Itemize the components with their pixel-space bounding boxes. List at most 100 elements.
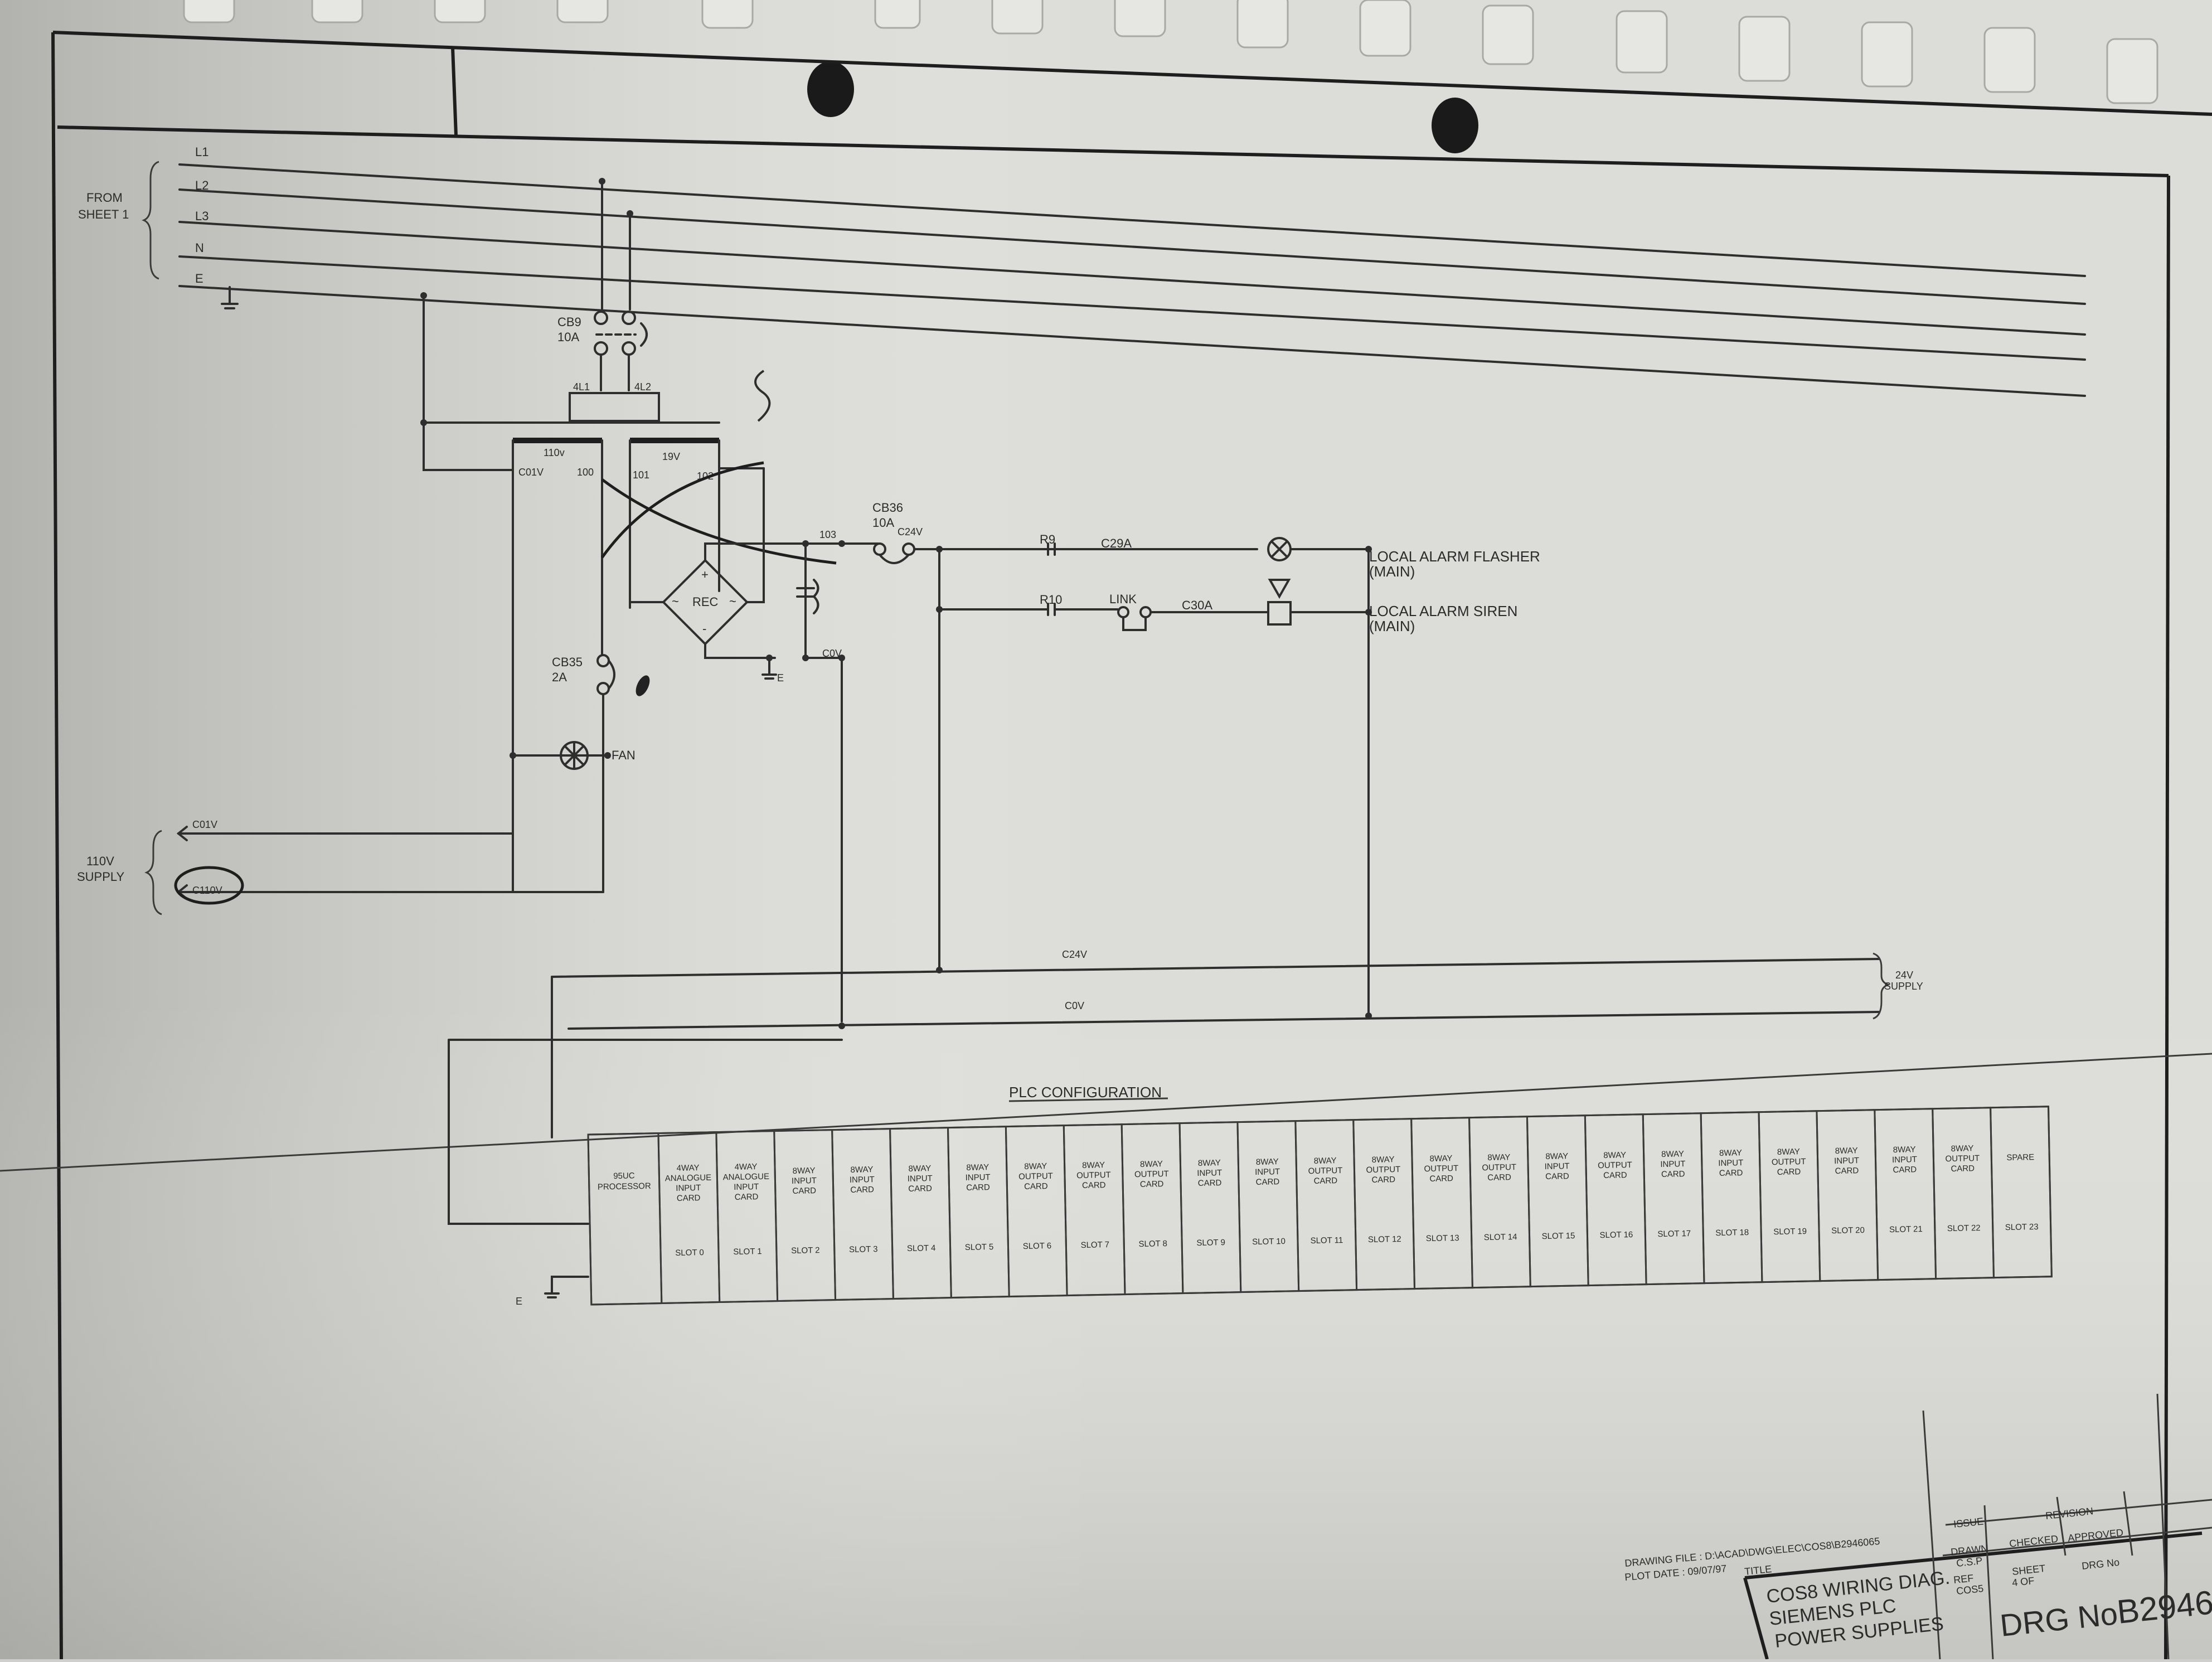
plc-card-label: OUTPUT xyxy=(1424,1164,1458,1174)
plc-card-label: CARD xyxy=(1313,1176,1337,1186)
supply-24v-bus: C24V C0V 24V SUPPLY xyxy=(448,949,1923,1225)
plc-card-label: 8WAY xyxy=(908,1164,931,1174)
plc-card-label: OUTPUT xyxy=(1945,1154,1980,1164)
link-label: LINK xyxy=(1109,592,1137,606)
plc-card-label: INPUT xyxy=(1718,1158,1743,1168)
c01v-out-label: C01V xyxy=(192,819,217,830)
alarm-flasher-label: LOCAL ALARM FLASHER xyxy=(1369,548,1540,565)
c29a-label: C29A xyxy=(1101,536,1132,550)
plc-card-label: 8WAY xyxy=(1545,1151,1568,1161)
hand-mark-circle xyxy=(174,866,244,905)
alarm-flasher-sub: (MAIN) xyxy=(1369,563,1415,580)
plc-earth-label: E xyxy=(516,1296,522,1307)
plc-card-label: OUTPUT xyxy=(1018,1171,1053,1181)
plc-card-label: 8WAY xyxy=(966,1162,989,1172)
drawing-frame xyxy=(0,31,2212,1660)
cb36-label: CB36 xyxy=(872,501,903,515)
plc-card-label: INPUT xyxy=(1197,1168,1222,1178)
plc-slot-label: SLOT 13 xyxy=(1426,1233,1459,1243)
terminal-100: 100 xyxy=(577,467,594,478)
plc-card-label: 8WAY xyxy=(793,1166,816,1176)
c30a-label: C30A xyxy=(1182,598,1212,612)
plc-slot-label: SLOT 23 xyxy=(2005,1222,2039,1232)
plc-card-label: CARD xyxy=(908,1184,932,1194)
plc-card-label: CARD xyxy=(1256,1177,1280,1187)
plc-card-label: INPUT xyxy=(1544,1161,1569,1171)
line-label-l1: L1 xyxy=(195,145,208,159)
plc-slot-label: SLOT 15 xyxy=(1541,1231,1575,1241)
plc-card-label: OUTPUT xyxy=(1076,1170,1111,1180)
plc-card-label: CARD xyxy=(1140,1179,1164,1189)
plc-card-label: CARD xyxy=(1487,1172,1511,1183)
transformer-primary-label: 110v xyxy=(544,447,565,458)
plc-slot-label: SLOT 7 xyxy=(1080,1240,1109,1250)
cb35-fan-circuit: CB35 2A FAN xyxy=(510,654,650,893)
plc-card-label: 8WAY xyxy=(1661,1149,1684,1159)
supply-brace xyxy=(142,161,159,280)
plc-card-label: 8WAY xyxy=(1893,1145,1916,1155)
cb9-terminal-4l2: 4L2 xyxy=(634,381,651,393)
plc-card-label: CARD xyxy=(1603,1170,1627,1180)
plc-card-label: OUTPUT xyxy=(1482,1162,1516,1172)
plc-card-label: CARD xyxy=(1777,1167,1801,1177)
cb9-rating: 10A xyxy=(557,330,579,344)
line-label-l2: L2 xyxy=(195,178,208,192)
plc-card-label: INPUT xyxy=(1892,1155,1917,1165)
plc-card-label: CARD xyxy=(850,1185,874,1195)
supply-24v-label-2: SUPPLY xyxy=(1884,981,1923,992)
plc-card-label: OUTPUT xyxy=(1366,1165,1400,1175)
rectifier-earth-label: E xyxy=(777,672,784,684)
plc-rack: 95UC PROCESSOR 4WAYANALOGUEINPUTCARDSLOT… xyxy=(587,1106,2053,1306)
plc-card-label: CARD xyxy=(1082,1180,1106,1190)
cb36-rating: 10A xyxy=(872,516,894,530)
plc-card-label: CARD xyxy=(792,1186,816,1196)
rectifier: REC + - ~ ~ E xyxy=(629,542,804,684)
plc-card-label: 8WAY xyxy=(1777,1147,1800,1157)
r10-label: R10 xyxy=(1040,593,1062,607)
plc-slot-label: SLOT 6 xyxy=(1023,1241,1052,1251)
plc-card-label: 8WAY xyxy=(1256,1157,1279,1167)
cb35-rating: 2A xyxy=(552,670,567,684)
plc-card-label: ANALOGUE xyxy=(723,1172,770,1183)
wire-103-label: 103 xyxy=(819,529,836,540)
plc-slot-label: SLOT 20 xyxy=(1831,1225,1865,1235)
rectifier-plus: + xyxy=(701,568,709,582)
from-sheet-label-2: SHEET 1 xyxy=(78,207,129,221)
plc-slot-label: SLOT 16 xyxy=(1599,1230,1633,1240)
rectifier-minus: - xyxy=(702,622,706,636)
rectifier-ac-left: ~ xyxy=(672,594,679,608)
plc-card-label: 8WAY xyxy=(1372,1155,1395,1165)
plc-card-label: 8WAY xyxy=(1719,1148,1742,1158)
plc-slot-label: SLOT 5 xyxy=(965,1242,994,1252)
sheet-value: 4 OF xyxy=(2011,1575,2035,1588)
plc-card-label: CARD xyxy=(1371,1175,1395,1185)
processor-label-1: 95UC xyxy=(613,1171,635,1181)
plc-card-label: 8WAY xyxy=(1951,1143,1973,1154)
terminal-c01v: C01V xyxy=(518,467,544,478)
alarm-siren-sub: (MAIN) xyxy=(1369,618,1415,634)
c110v-out-label: C110V xyxy=(192,885,222,896)
plc-slot-label: SLOT 1 xyxy=(733,1247,762,1257)
plc-card-label: CARD xyxy=(1024,1181,1048,1191)
smoothing-capacitor: 103 C0V xyxy=(796,529,879,1023)
hand-mark-squiggle xyxy=(754,370,771,422)
plc-card-label: 8WAY xyxy=(1314,1156,1337,1166)
plc-card-label: OUTPUT xyxy=(1772,1157,1806,1167)
plc-card-label: INPUT xyxy=(1834,1156,1859,1166)
hand-mark-curve xyxy=(601,478,837,565)
plc-card-label: INPUT xyxy=(734,1182,759,1192)
plc-card-label: CARD xyxy=(1545,1171,1569,1181)
plc-card-label: CARD xyxy=(1198,1178,1222,1188)
spiral-binding xyxy=(183,0,2158,104)
cb9-circuit-breaker: CB9 10A 4L1 4L2 xyxy=(557,178,651,393)
